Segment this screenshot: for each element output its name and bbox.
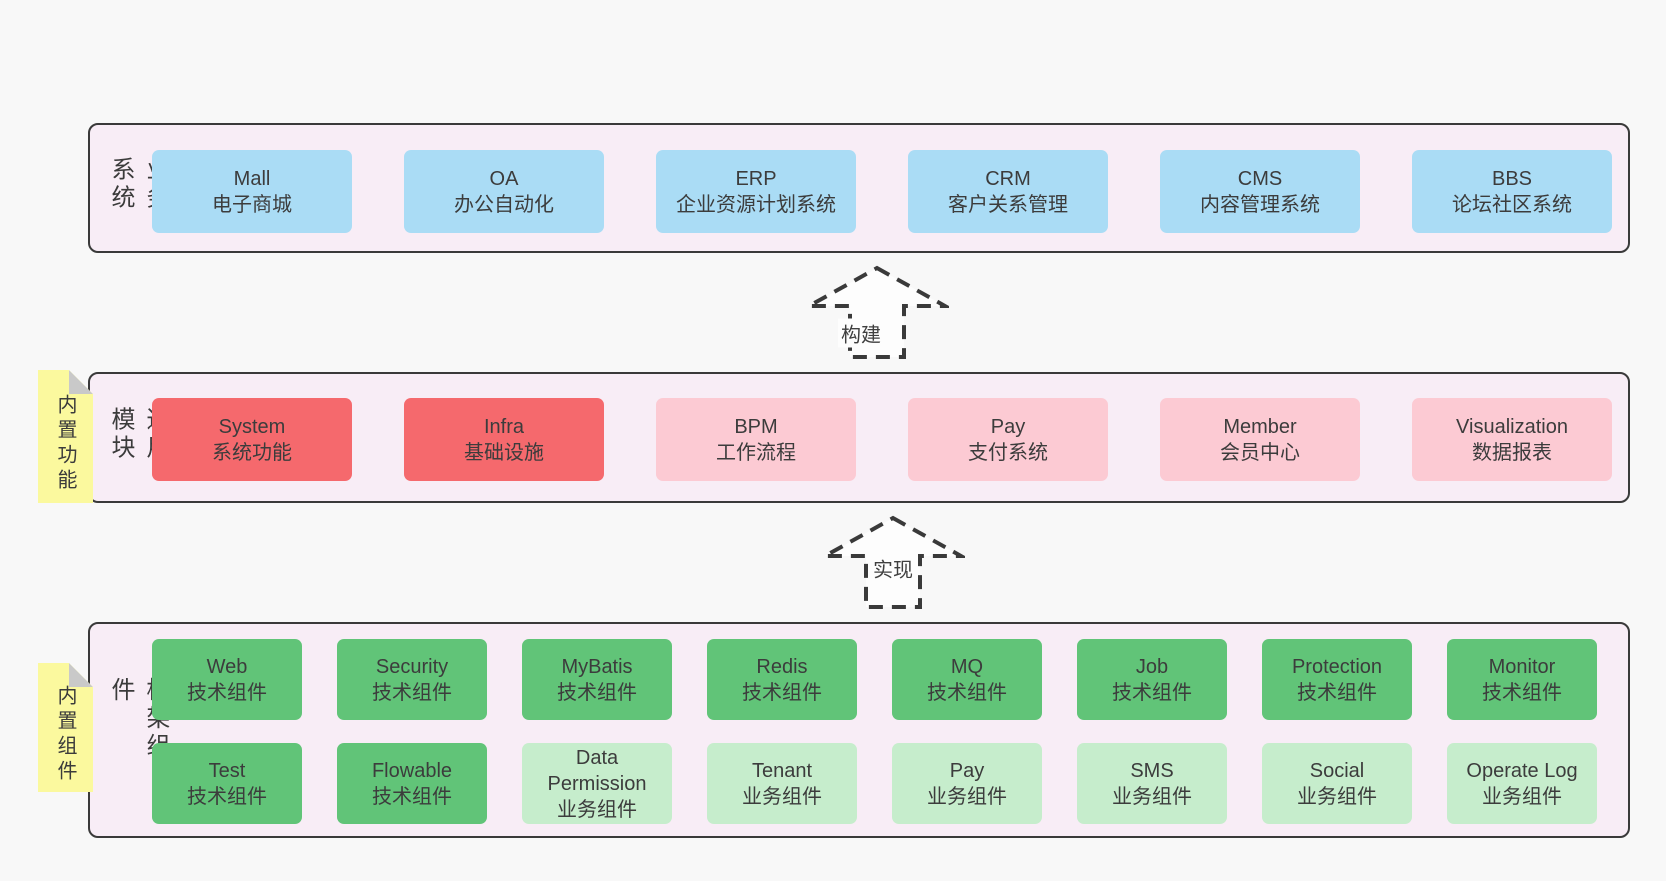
module-box-desc: 内容管理系统 xyxy=(1200,193,1320,216)
module-box-security: Security 技术组件 xyxy=(337,639,487,720)
module-box-name: Data Permission xyxy=(547,746,647,795)
module-box-desc: 企业资源计划系统 xyxy=(676,193,836,216)
arrow-implement-label: 实现 xyxy=(870,553,916,583)
module-box-member: Member 会员中心 xyxy=(1160,398,1360,481)
module-box-desc: 业务组件 xyxy=(927,785,1007,808)
module-box-desc: 系统功能 xyxy=(212,441,292,464)
module-box-name: Visualization xyxy=(1456,415,1568,438)
module-box-visualization: Visualization 数据报表 xyxy=(1412,398,1612,481)
module-box-desc: 技术组件 xyxy=(187,785,267,808)
module-box-name: CMS xyxy=(1237,167,1283,190)
module-box-name: ERP xyxy=(735,167,777,190)
module-box-name: Test xyxy=(208,759,246,782)
module-box-desc: 技术组件 xyxy=(372,681,452,704)
module-box-desc: 业务组件 xyxy=(557,798,637,821)
module-box-desc: 技术组件 xyxy=(1482,681,1562,704)
module-box-operate-log: Operate Log 业务组件 xyxy=(1447,743,1597,824)
module-box-redis: Redis 技术组件 xyxy=(707,639,857,720)
module-box-desc: 业务组件 xyxy=(1482,785,1562,808)
module-box-protection: Protection 技术组件 xyxy=(1262,639,1412,720)
module-box-name: Member xyxy=(1223,415,1297,438)
module-box-crm: CRM 客户关系管理 xyxy=(908,150,1108,233)
module-box-desc: 数据报表 xyxy=(1472,441,1552,464)
module-box-name: Job xyxy=(1135,655,1169,678)
module-box-name: SMS xyxy=(1130,759,1174,782)
module-box-name: Flowable xyxy=(371,759,453,782)
module-box-monitor: Monitor 技术组件 xyxy=(1447,639,1597,720)
sticky-note-builtin-features-label: 内置功能 xyxy=(54,393,76,494)
module-box-name: OA xyxy=(489,167,519,190)
module-box-desc: 会员中心 xyxy=(1220,441,1300,464)
module-box-desc: 技术组件 xyxy=(372,785,452,808)
module-box-name: Web xyxy=(206,655,248,678)
module-box-desc: 技术组件 xyxy=(187,681,267,704)
module-box-test: Test 技术组件 xyxy=(152,743,302,824)
panel-business-systems: 业务系统 Mall电子商城OA办公自动化ERP企业资源计划系统CRM客户关系管理… xyxy=(88,123,1630,253)
module-box-desc: 技术组件 xyxy=(557,681,637,704)
module-box-desc: 基础设施 xyxy=(464,441,544,464)
module-box-desc: 技术组件 xyxy=(927,681,1007,704)
module-box-desc: 技术组件 xyxy=(1112,681,1192,704)
module-box-bbs: BBS 论坛社区系统 xyxy=(1412,150,1612,233)
module-box-name: Protection xyxy=(1291,655,1383,678)
module-box-flowable: Flowable 技术组件 xyxy=(337,743,487,824)
panel-common-modules: 通用模块 System系统功能Infra基础设施BPM工作流程Pay支付系统Me… xyxy=(88,372,1630,503)
panel-framework-components: 框架组件 Web技术组件Security技术组件MyBatis技术组件Redis… xyxy=(88,622,1630,838)
module-box-name: System xyxy=(218,415,286,438)
module-box-oa: OA 办公自动化 xyxy=(404,150,604,233)
module-box-data-permission: Data Permission 业务组件 xyxy=(522,743,672,824)
module-box-desc: 业务组件 xyxy=(1112,785,1192,808)
module-box-desc: 技术组件 xyxy=(742,681,822,704)
sticky-note-builtin-components-label: 内置组件 xyxy=(54,684,76,785)
module-box-web: Web 技术组件 xyxy=(152,639,302,720)
module-box-erp: ERP 企业资源计划系统 xyxy=(656,150,856,233)
module-box-name: Pay xyxy=(990,415,1026,438)
module-box-infra: Infra 基础设施 xyxy=(404,398,604,481)
module-box-mybatis: MyBatis 技术组件 xyxy=(522,639,672,720)
module-box-name: Pay xyxy=(949,759,985,782)
module-box-bpm: BPM 工作流程 xyxy=(656,398,856,481)
module-box-pay: Pay 业务组件 xyxy=(892,743,1042,824)
module-box-desc: 论坛社区系统 xyxy=(1452,193,1572,216)
module-box-desc: 业务组件 xyxy=(1297,785,1377,808)
module-box-desc: 技术组件 xyxy=(1297,681,1377,704)
module-box-desc: 支付系统 xyxy=(968,441,1048,464)
module-box-desc: 电子商城 xyxy=(212,193,292,216)
module-box-desc: 办公自动化 xyxy=(454,193,554,216)
module-box-name: Tenant xyxy=(751,759,813,782)
module-box-desc: 业务组件 xyxy=(742,785,822,808)
module-box-job: Job 技术组件 xyxy=(1077,639,1227,720)
module-box-name: Infra xyxy=(483,415,525,438)
module-box-name: Monitor xyxy=(1488,655,1556,678)
module-box-name: Redis xyxy=(756,655,808,678)
module-box-name: Operate Log xyxy=(1466,759,1578,782)
module-box-cms: CMS 内容管理系统 xyxy=(1160,150,1360,233)
module-box-social: Social 业务组件 xyxy=(1262,743,1412,824)
module-box-mall: Mall 电子商城 xyxy=(152,150,352,233)
module-box-sms: SMS 业务组件 xyxy=(1077,743,1227,824)
box-row-business: Mall 电子商城 OA 办公自动化 ERP 企业资源计划系统 CRM 客户关系管理 CMS 内容… xyxy=(152,150,1612,233)
module-box-tenant: Tenant 业务组件 xyxy=(707,743,857,824)
module-box-system: System 系统功能 xyxy=(152,398,352,481)
module-box-desc: 工作流程 xyxy=(716,441,796,464)
sticky-note-builtin-features: 内置功能 xyxy=(38,370,93,503)
box-row-modules: System 系统功能 Infra 基础设施 BPM 工作流程 Pay 支付系统 Member 会… xyxy=(152,398,1612,481)
module-box-name: MQ xyxy=(950,655,984,678)
module-box-desc: 客户关系管理 xyxy=(948,193,1068,216)
module-box-name: Security xyxy=(375,655,449,678)
arrow-build-label: 构建 xyxy=(838,318,884,348)
module-box-name: BPM xyxy=(734,415,778,438)
module-box-name: Social xyxy=(1309,759,1365,782)
module-box-name: MyBatis xyxy=(561,655,633,678)
sticky-note-builtin-components: 内置组件 xyxy=(38,663,93,792)
module-box-name: Mall xyxy=(233,167,271,190)
module-box-name: CRM xyxy=(985,167,1031,190)
module-box-mq: MQ 技术组件 xyxy=(892,639,1042,720)
module-box-name: BBS xyxy=(1491,167,1533,190)
module-box-pay: Pay 支付系统 xyxy=(908,398,1108,481)
arrow-up-build-icon xyxy=(805,265,949,359)
